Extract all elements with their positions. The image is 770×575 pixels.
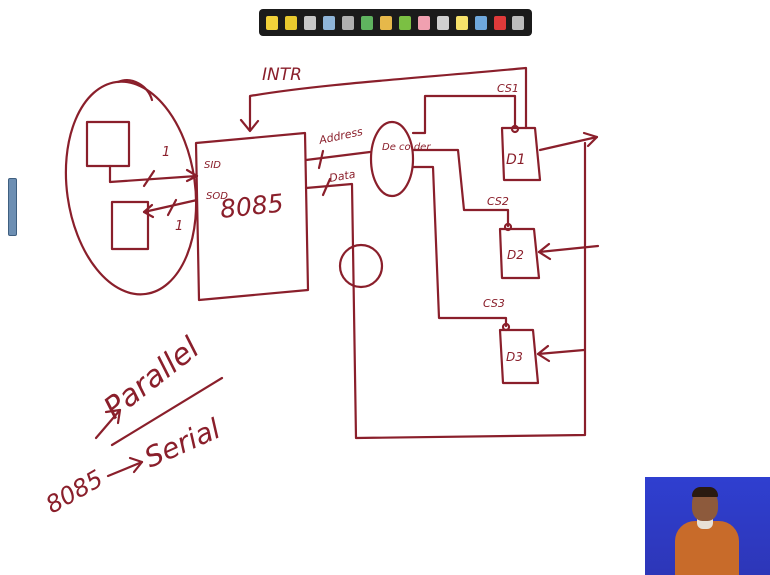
presenter-torso: [675, 521, 739, 575]
d2-label: D2: [507, 248, 524, 262]
color-icon[interactable]: [342, 16, 354, 30]
d2-input: [539, 246, 598, 252]
address-bus: [306, 152, 370, 160]
decoder-oval: [371, 122, 413, 196]
menu-icon[interactable]: [512, 16, 524, 30]
pointer-icon[interactable]: [437, 16, 449, 30]
d3-input: [538, 350, 584, 354]
brush-icon[interactable]: [399, 16, 411, 30]
serial-bit-bottom: 1: [175, 219, 183, 234]
cs2-line: [413, 150, 508, 226]
data-label: Data: [328, 168, 356, 185]
parallel-label: Parallel: [97, 330, 206, 426]
d3-label: D3: [506, 350, 523, 364]
cs3-label: CS3: [483, 297, 505, 310]
cpu-label: 8085: [219, 188, 285, 223]
eraser-icon[interactable]: [418, 16, 430, 30]
bus-junction: [340, 245, 382, 287]
sid-line: [110, 166, 197, 182]
marker-icon[interactable]: [323, 16, 335, 30]
d1-label: D1: [506, 152, 526, 168]
palette-icon[interactable]: [475, 16, 487, 30]
serial-device-box-top: [87, 122, 129, 166]
highlighter-icon[interactable]: [304, 16, 316, 30]
cpu-note-label: 8085: [41, 464, 108, 519]
sod-slash: [168, 200, 176, 215]
decoder-label: De co der: [382, 142, 431, 153]
cs1-line: [413, 96, 515, 133]
side-panel-handle[interactable]: [8, 178, 17, 236]
address-label: Address: [317, 125, 364, 147]
annotation-toolbar: [259, 9, 532, 36]
data-bus: [306, 143, 585, 438]
presenter-hair: [692, 487, 718, 497]
laser-icon[interactable]: [456, 16, 468, 30]
pencil-icon[interactable]: [380, 16, 392, 30]
serial-bit-top: 1: [162, 145, 170, 160]
cs1-label: CS1: [497, 82, 519, 95]
sid-label: SID: [204, 160, 221, 171]
peripheral-oval: [53, 73, 210, 303]
image-icon[interactable]: [361, 16, 373, 30]
d1-output: [540, 137, 597, 150]
cs2-label: CS2: [487, 195, 509, 208]
serial-device-box-bottom: [112, 202, 148, 249]
address-slash: [319, 151, 323, 168]
clear-icon[interactable]: [494, 16, 506, 30]
intr-label: INTR: [262, 65, 302, 85]
presenter-webcam: [645, 477, 770, 575]
arrow-icon[interactable]: [266, 16, 278, 30]
pen-icon[interactable]: [285, 16, 297, 30]
